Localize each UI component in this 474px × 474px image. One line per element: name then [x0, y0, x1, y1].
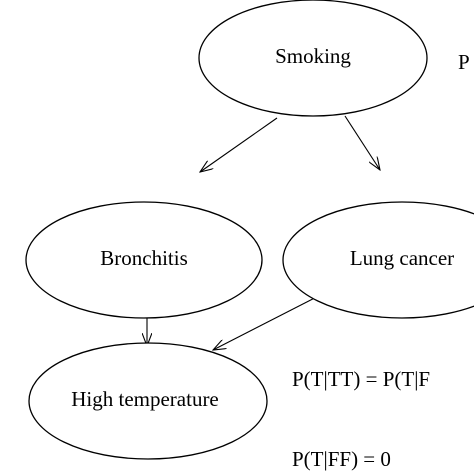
node-bronchitis: Bronchitis — [25, 201, 263, 319]
node-lung-cancer-label: Lung cancer — [350, 246, 454, 270]
edge-smoking-to-lung-cancer — [344, 115, 380, 170]
node-high-temperature: High temperature — [28, 342, 268, 460]
node-bronchitis-ellipse — [25, 201, 263, 319]
node-high-temperature-label: High temperature — [71, 387, 219, 411]
node-high-temperature-ellipse — [28, 342, 268, 460]
node-smoking-label: Smoking — [275, 44, 351, 68]
node-bronchitis-label: Bronchitis — [100, 246, 188, 270]
node-smoking: Smoking — [198, 0, 428, 117]
annotation-smoking-prob: P — [458, 50, 470, 74]
edge-smoking-to-bronchitis — [200, 117, 278, 172]
annotation-temp-prob-tt: P(T|TT) = P(T|F — [292, 367, 430, 391]
annotation-temp-prob-ff: P(T|FF) = 0 — [292, 447, 391, 471]
node-lung-cancer: Lung cancer — [282, 201, 474, 319]
node-smoking-ellipse — [198, 0, 428, 117]
node-lung-cancer-ellipse — [282, 201, 474, 319]
